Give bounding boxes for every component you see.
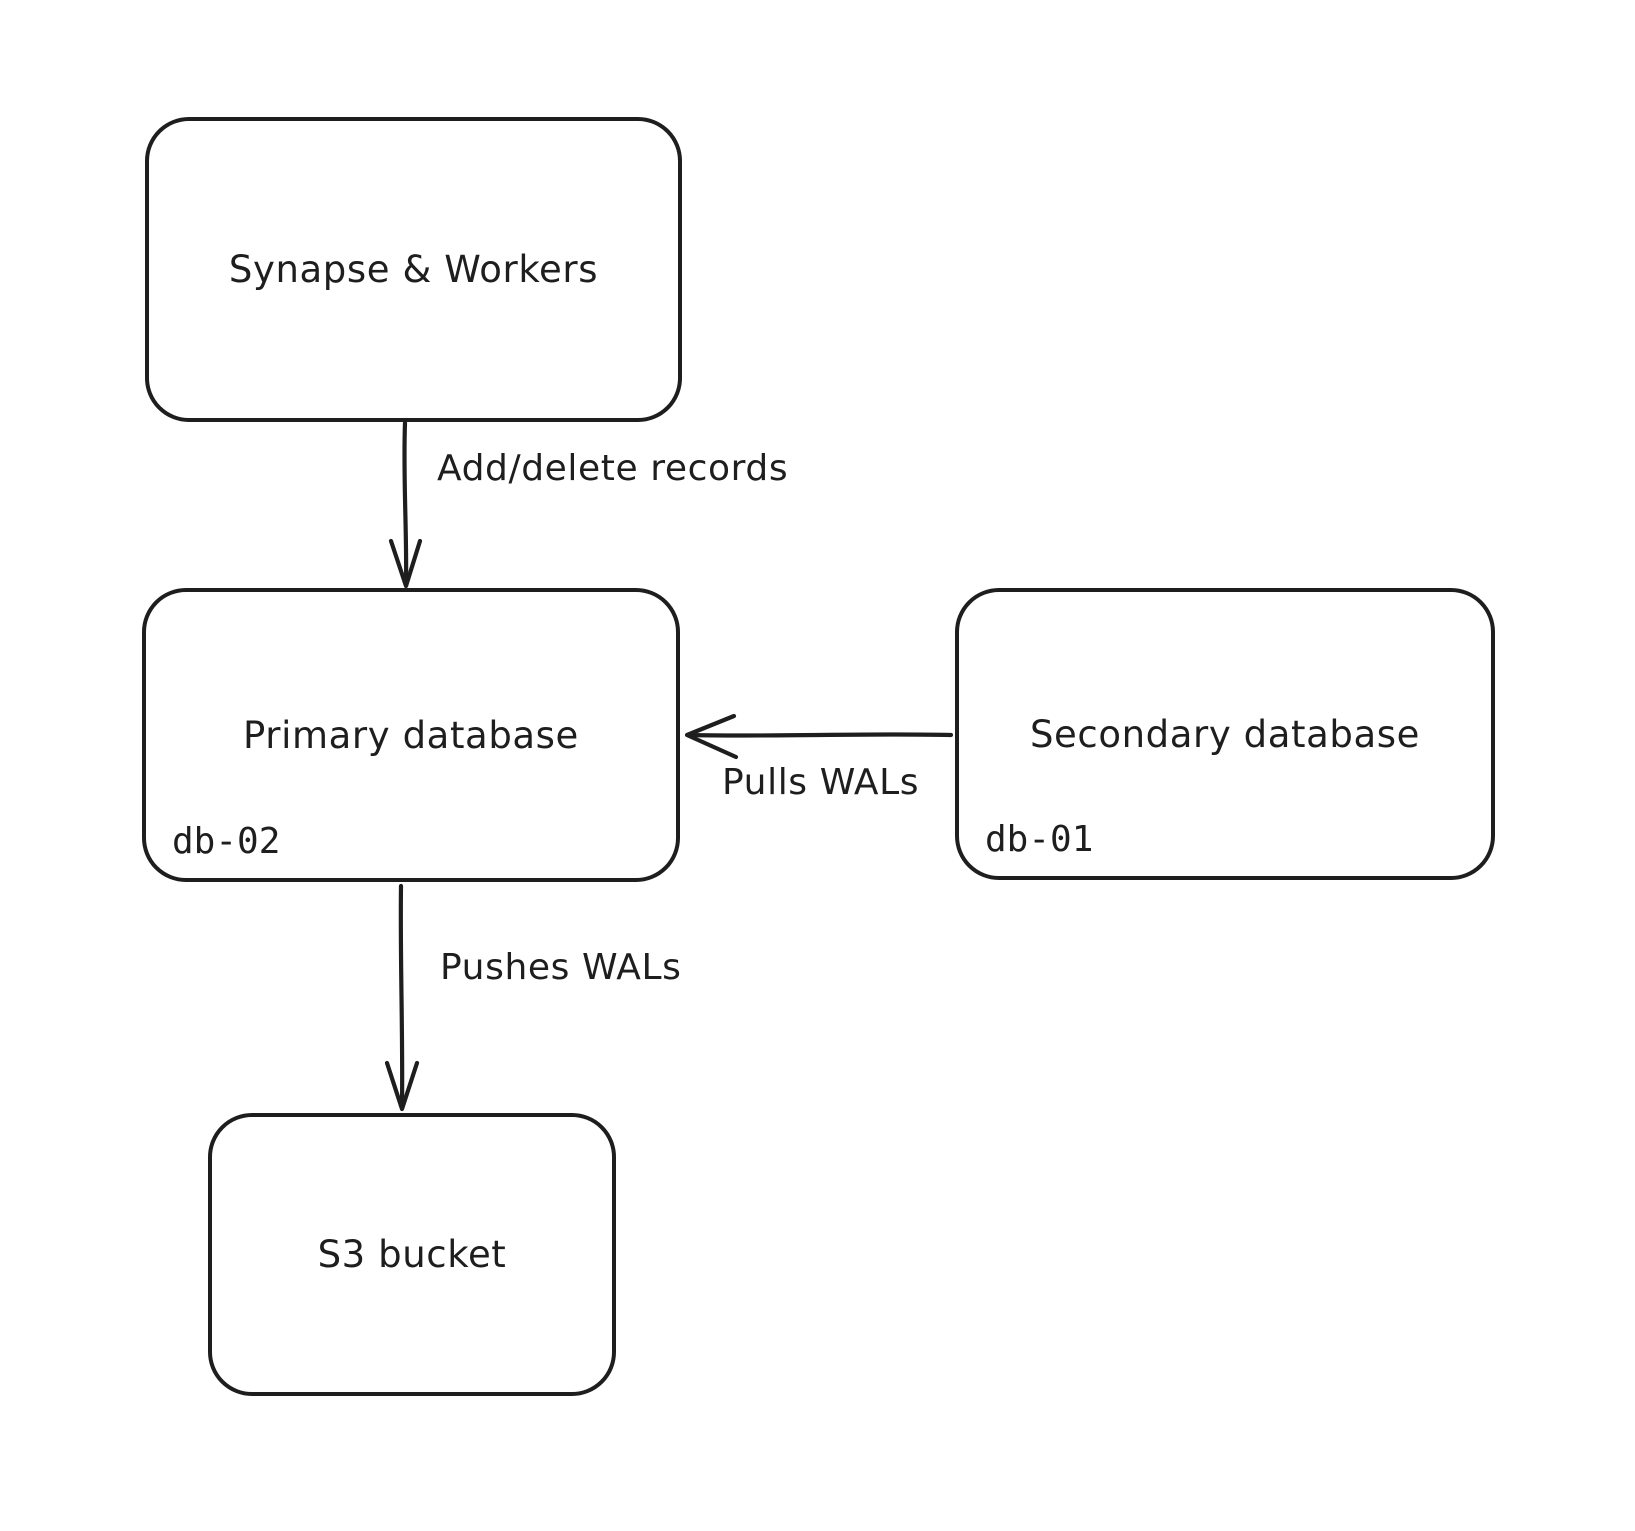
arrow-head-icon (684, 713, 739, 760)
arrow-add-delete-records[interactable] (388, 420, 423, 589)
node-secondary-database-label: Secondary database (1029, 712, 1421, 756)
node-primary-database-label: Primary database (243, 713, 579, 757)
edge-label-add-delete-records: Add/delete records (437, 448, 789, 489)
node-primary-database[interactable]: Primary database db-02 (142, 588, 680, 882)
arrow-head-icon (384, 1060, 420, 1112)
arrow-pulls-wals[interactable] (684, 713, 954, 760)
arrow-line (398, 883, 405, 1109)
arrow-line (402, 420, 409, 587)
node-s3-bucket[interactable]: S3 bucket (208, 1113, 616, 1396)
node-s3-bucket-label: S3 bucket (317, 1233, 507, 1276)
node-secondary-database[interactable]: Secondary database db-01 (955, 588, 1495, 880)
node-synapse-workers-label: Synapse & Workers (228, 248, 599, 291)
node-secondary-database-hostname: db-01 (985, 819, 1094, 860)
arrow-line (686, 732, 954, 738)
arrow-head-icon (388, 538, 423, 589)
node-synapse-workers[interactable]: Synapse & Workers (145, 117, 682, 422)
arrow-pushes-wals[interactable] (384, 883, 420, 1112)
edge-label-pushes-wals: Pushes WALs (440, 947, 682, 988)
edge-label-pulls-wals: Pulls WALs (722, 762, 920, 803)
node-primary-database-hostname: db-02 (172, 821, 281, 862)
